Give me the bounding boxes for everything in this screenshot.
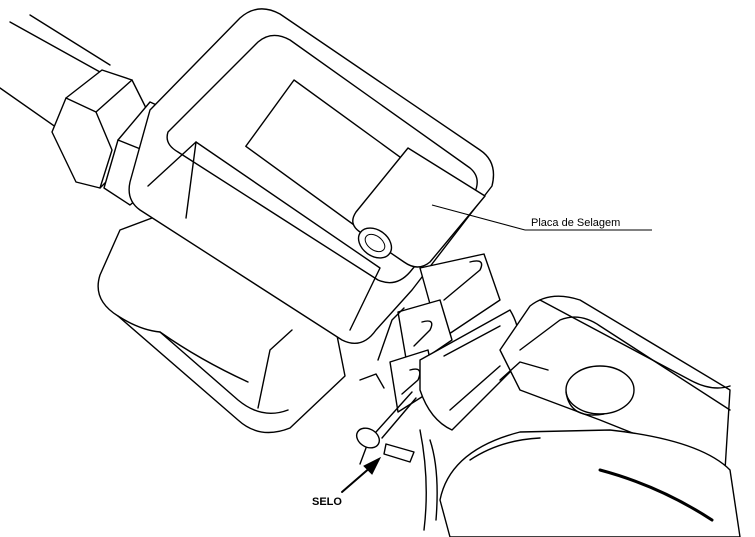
pipe xyxy=(0,14,111,131)
selo-arrow xyxy=(341,456,382,493)
sealing-plate xyxy=(352,147,486,268)
lower-pipe xyxy=(419,429,741,537)
coupling-ring xyxy=(419,309,520,431)
placa-leader-line xyxy=(431,204,526,231)
label-selo: SELO xyxy=(312,496,342,508)
label-placa-de-selagem: Placa de Selagem xyxy=(531,217,621,229)
seal-bracket xyxy=(359,253,501,413)
meter-lower-body xyxy=(97,199,346,434)
seal-wire xyxy=(355,391,417,465)
